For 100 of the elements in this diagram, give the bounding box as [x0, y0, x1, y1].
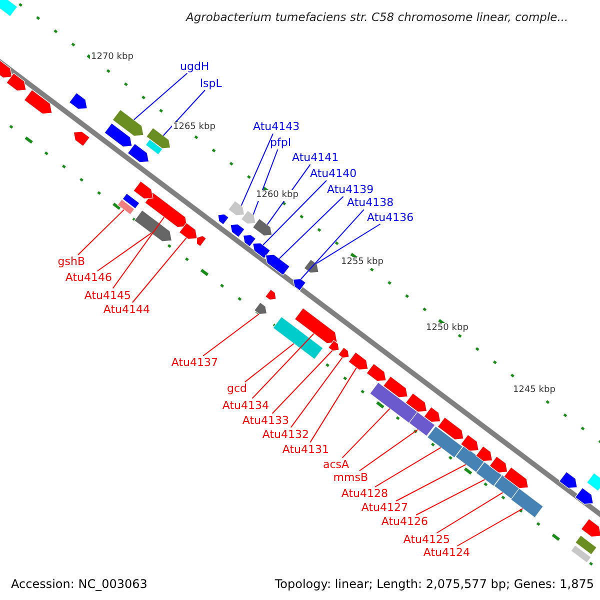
scale-label: 1255 kbp	[340, 257, 384, 268]
gene-feature	[476, 461, 502, 487]
gene-feature	[437, 416, 464, 440]
gene-label: Atu4134	[222, 400, 269, 411]
gene-label: Atu4127	[361, 502, 408, 513]
gene-feature	[146, 127, 171, 149]
leader-line	[262, 180, 327, 246]
leader-line	[112, 216, 165, 289]
gene-label: gcd	[226, 383, 247, 394]
gene-feature	[272, 316, 324, 360]
gene-feature	[252, 218, 272, 236]
gene-feature	[132, 180, 154, 200]
gene-label: Atu4131	[282, 444, 329, 455]
gene-feature	[328, 340, 340, 352]
gene-label: acsA	[322, 459, 349, 470]
gene-label: Atu4132	[262, 429, 309, 440]
scale-label: 1270 kbp	[90, 52, 134, 63]
gene-label: lspL	[200, 78, 222, 89]
gene-feature	[68, 92, 88, 110]
scale-label: 1260 kbp	[255, 190, 300, 201]
gene-feature	[338, 346, 350, 358]
gene-label: ugdH	[180, 61, 210, 72]
gene-label: Atu4146	[65, 272, 112, 283]
gene-feature	[144, 192, 188, 228]
leader-line	[316, 224, 381, 264]
leader-line	[133, 72, 188, 120]
gene-label: gshB	[58, 256, 85, 267]
gene-feature	[122, 192, 140, 210]
leader-line	[202, 314, 260, 356]
gene-feature	[369, 382, 419, 424]
gene-feature	[264, 288, 276, 300]
gene-label: Atu4126	[381, 516, 428, 527]
gene-feature	[6, 72, 26, 92]
leader-line	[358, 429, 418, 472]
leader-line	[96, 232, 152, 272]
gene-label: mmsB	[333, 472, 368, 483]
leader-line	[132, 237, 187, 303]
gene-label: Atu4125	[403, 534, 450, 545]
gene-label: Atu4139	[327, 184, 374, 195]
gene-label: Atu4138	[347, 197, 394, 208]
gene-feature	[408, 411, 436, 437]
gene-feature	[145, 138, 163, 156]
gene-label: pfpI	[270, 137, 292, 148]
gene-feature	[218, 214, 230, 226]
leader-line	[78, 209, 124, 256]
gene-feature	[580, 518, 600, 538]
gene-feature	[424, 406, 441, 423]
gene-feature	[178, 222, 198, 240]
scale-label: 1265 kbp	[172, 122, 216, 133]
gene-feature	[104, 122, 132, 148]
leader-line	[436, 492, 504, 534]
leader-line	[290, 357, 343, 428]
footer-text: Accession: NC_003063	[10, 577, 148, 591]
leader-line	[456, 508, 524, 546]
leader-line	[162, 90, 206, 136]
gene-label: Atu4128	[341, 488, 388, 499]
gene-label: Atu4143	[253, 121, 300, 132]
gene-feature	[196, 235, 207, 247]
gene-label: Atu4145	[84, 290, 131, 301]
gene-feature	[24, 89, 52, 114]
leader-line	[416, 479, 486, 516]
gene-feature	[426, 426, 464, 458]
gene-feature	[304, 258, 319, 274]
footer-text: Topology: linear; Length: 2,075,577 bp; Genes: 1,875	[274, 577, 595, 591]
gene-label: Atu4140	[310, 168, 357, 179]
gene-feature	[134, 210, 172, 242]
leader-line	[396, 464, 466, 502]
gene-label: Atu4141	[292, 152, 339, 163]
gene-feature	[574, 534, 598, 556]
gene-feature	[454, 445, 486, 473]
gene-feature	[240, 210, 256, 224]
gene-feature	[228, 200, 245, 216]
gene-feature	[558, 471, 578, 489]
gene-label: Atu4124	[423, 547, 470, 558]
gene-feature	[73, 131, 90, 147]
gene-feature	[586, 472, 600, 492]
gene-feature	[265, 254, 290, 276]
title: Agrobacterium tumefaciens str. C58 chromosome linear, comple...	[186, 12, 568, 24]
leader-line	[310, 367, 357, 443]
gene-feature	[252, 242, 271, 259]
scale-label: 1250 kbp	[425, 323, 470, 334]
gene-feature	[0, 60, 12, 78]
gene-feature	[294, 308, 338, 344]
gene-label: Atu4136	[367, 212, 414, 223]
gene-feature	[574, 487, 594, 505]
gene-label: Atu4137	[171, 357, 218, 368]
gene-label: Atu4144	[103, 304, 150, 315]
leader-line	[272, 350, 333, 414]
gene-feature	[503, 466, 529, 489]
leader-line	[240, 133, 274, 206]
leader-line	[252, 333, 314, 399]
gene-feature	[405, 392, 428, 412]
gene-feature	[112, 109, 144, 136]
gene-feature	[460, 434, 480, 452]
gene-feature	[242, 234, 256, 248]
leader-line	[342, 408, 390, 458]
gene-feature	[0, 0, 18, 17]
leader-line	[374, 447, 442, 488]
leader-line	[278, 196, 344, 260]
gene-feature	[230, 224, 246, 238]
